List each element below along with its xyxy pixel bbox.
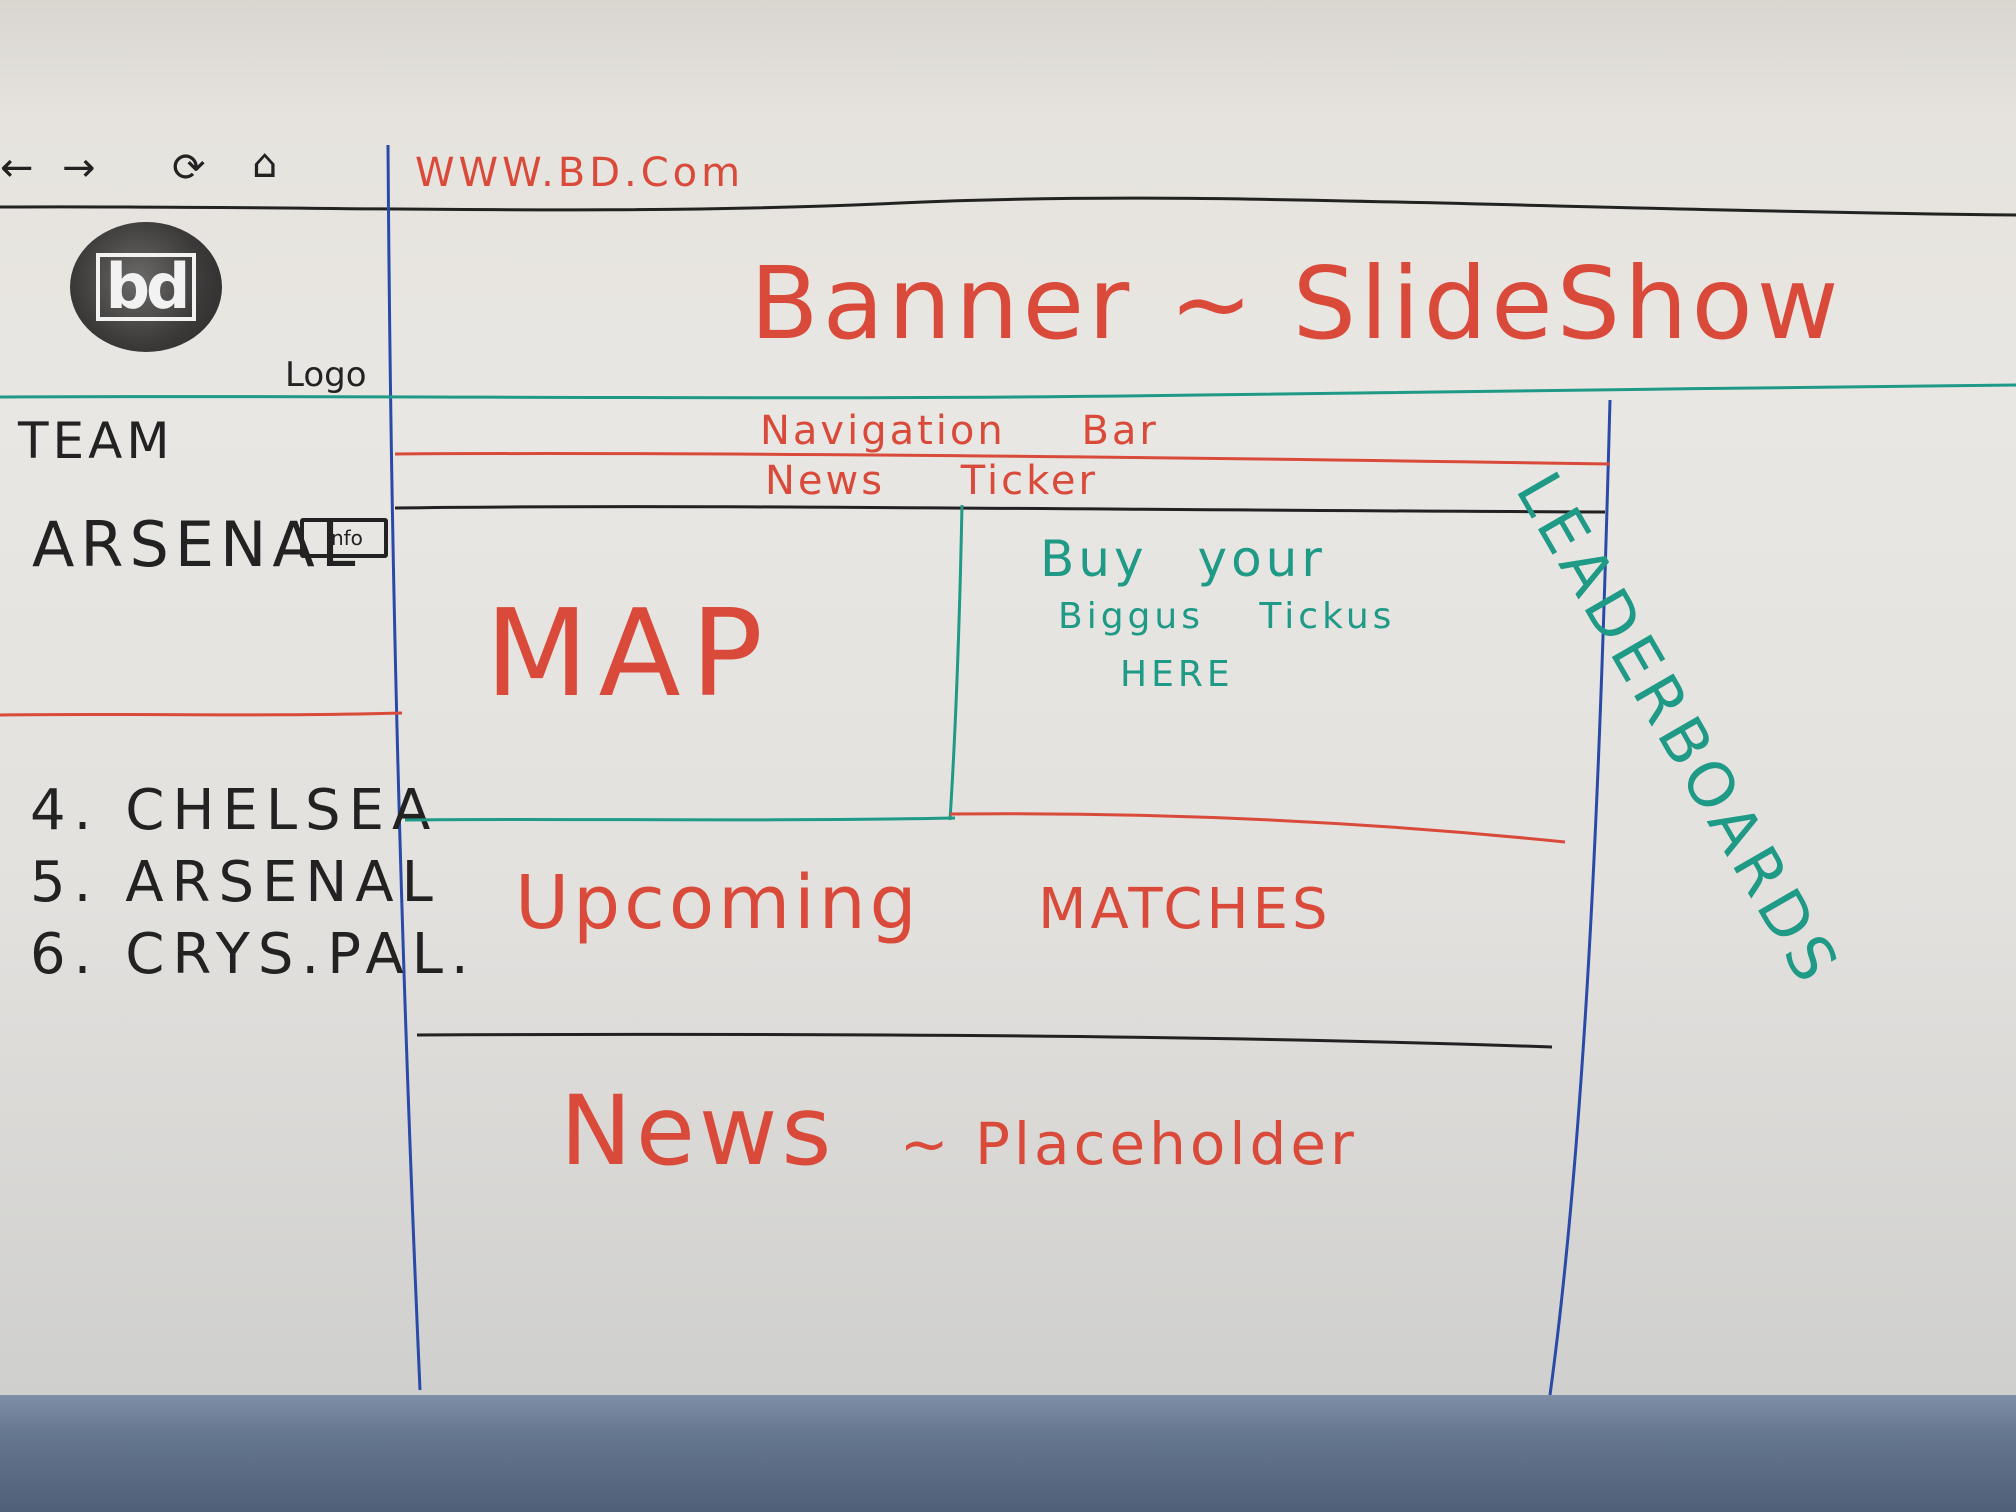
map-placeholder[interactable]: MAP [485,585,773,724]
navigation-bar[interactable]: Navigation Bar [760,408,1159,454]
sidebar-divider [386,145,422,1391]
address-bar[interactable]: WWW.BD.Com [415,150,744,196]
banner-slideshow[interactable]: Banner ~ SlideShow [750,245,1843,362]
tickets-line-2: Biggus Tickus [1058,596,1396,637]
forward-arrow-icon[interactable]: → [62,145,96,191]
matches-word: MATCHES [1038,877,1332,942]
site-logo[interactable]: bd [70,222,222,352]
url-text: WWW.BD.Com [415,150,745,196]
whiteboard: ← → ⟳ ⌂ WWW.BD.Com bd Logo Banner ~ Slid… [0,0,2016,1395]
logo-mark: bd [95,253,197,321]
map-ticket-divider [948,505,964,821]
whiteboard-tray [0,1395,2016,1512]
logo-label: Logo [285,355,367,395]
tickets-line-1: Buy your [1040,530,1326,588]
back-arrow-icon[interactable]: ← [0,145,34,191]
news-word: News [560,1075,836,1187]
standings-list: 4. CHELSEA 5. ARSENAL 6. CRYS.PAL. [30,775,477,991]
toolbar-divider [0,196,2016,217]
standings-row[interactable]: 6. CRYS.PAL. [30,922,477,987]
header-divider [0,383,2016,400]
info-button[interactable]: Info [300,518,388,558]
standings-row[interactable]: 5. ARSENAL [30,850,441,915]
sidebar-section-divider [0,711,403,717]
ticker-divider [395,505,1606,514]
news-placeholder[interactable]: News ~ Placeholder [560,1075,1358,1187]
map-bottom-divider [404,816,956,822]
home-icon[interactable]: ⌂ [252,141,278,187]
standings-row[interactable]: 4. CHELSEA [30,778,439,843]
upcoming-word: Upcoming [515,860,921,946]
ticket-bottom-divider [950,812,1566,844]
news-ticker[interactable]: News Ticker [765,458,1098,504]
tickets-promo[interactable]: Buy your Biggus Tickus HERE [1040,530,1395,704]
upcoming-bottom-divider [416,1032,1553,1049]
placeholder-word: ~ Placeholder [899,1110,1358,1178]
team-label: TEAM [18,412,174,470]
nav-divider [395,451,1611,466]
leaderboards-divider [1548,400,1612,1395]
tickets-line-3: HERE [1120,654,1234,695]
reload-icon[interactable]: ⟳ [172,145,206,191]
upcoming-matches[interactable]: Upcoming MATCHES [515,860,1332,946]
